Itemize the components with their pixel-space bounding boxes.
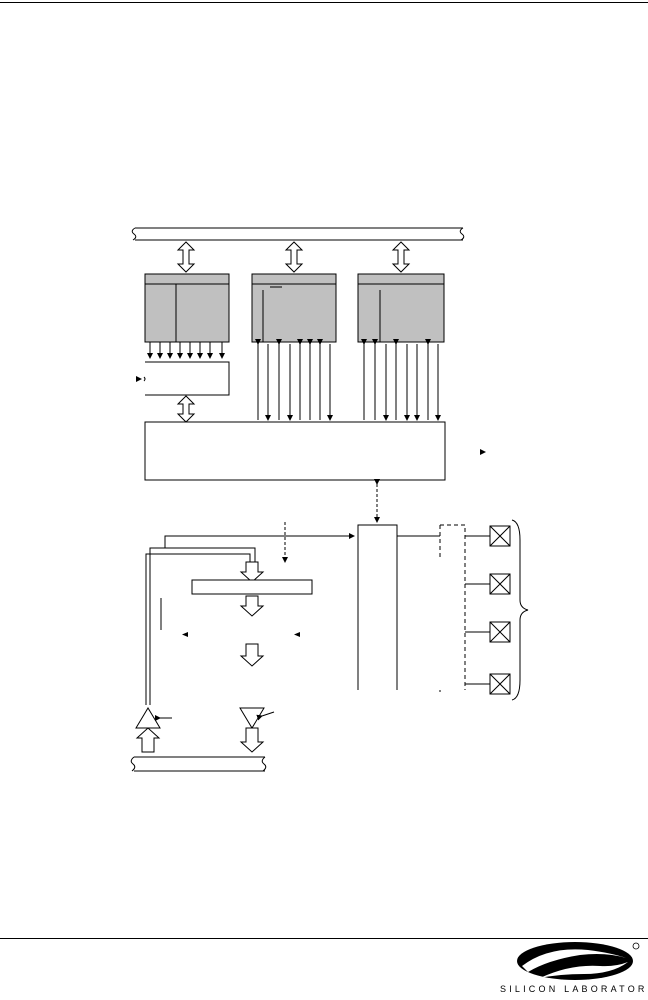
decoder-box: [136, 361, 230, 396]
register-block-2: [251, 273, 337, 343]
double-arrow-icon: [284, 241, 304, 273]
crossbar-box: [144, 421, 446, 481]
port-latch-box: [357, 524, 398, 690]
down-arrow-icon: [239, 727, 265, 753]
block2-signal-lines: [255, 339, 333, 421]
pin-driver-network: [397, 524, 490, 692]
register-block-1: [144, 273, 230, 343]
down-arrow-icon: [239, 643, 265, 667]
top-bus: [131, 227, 465, 241]
silicon-labs-s-logo-icon: [517, 942, 640, 980]
double-arrow-icon: [176, 241, 196, 273]
bracket: [511, 519, 529, 701]
pointer-arrow-icon: [294, 632, 300, 637]
port-pin-icon: [489, 525, 511, 547]
down-arrow-icon: [239, 595, 265, 617]
down-arrow-icon: [239, 561, 265, 583]
company-logo-text: SILICON LABORATORIES: [500, 984, 648, 994]
pointer-arrow-icon: [136, 376, 142, 382]
pointer-arrow-icon: [480, 449, 486, 455]
output-buffer-icon: [239, 707, 275, 729]
bottom-bus: [130, 756, 267, 772]
port-pin-icon: [489, 621, 511, 643]
bus-to-latch-arrows: [176, 241, 411, 273]
double-arrow-icon: [176, 395, 196, 423]
port-pin-icon: [489, 673, 511, 695]
selector-box: [191, 579, 313, 595]
pointer-arrow-icon: [182, 632, 188, 637]
port-pin-icon: [489, 573, 511, 595]
block1-output-arrows: [147, 342, 225, 359]
block3-signal-lines: [361, 339, 441, 421]
header-rule: [0, 2, 648, 3]
footer-rule: [0, 938, 648, 939]
up-arrow-icon: [135, 727, 161, 753]
double-arrow-icon: [391, 241, 411, 273]
input-buffer-icon: [135, 707, 172, 729]
register-block-3: [357, 273, 445, 343]
